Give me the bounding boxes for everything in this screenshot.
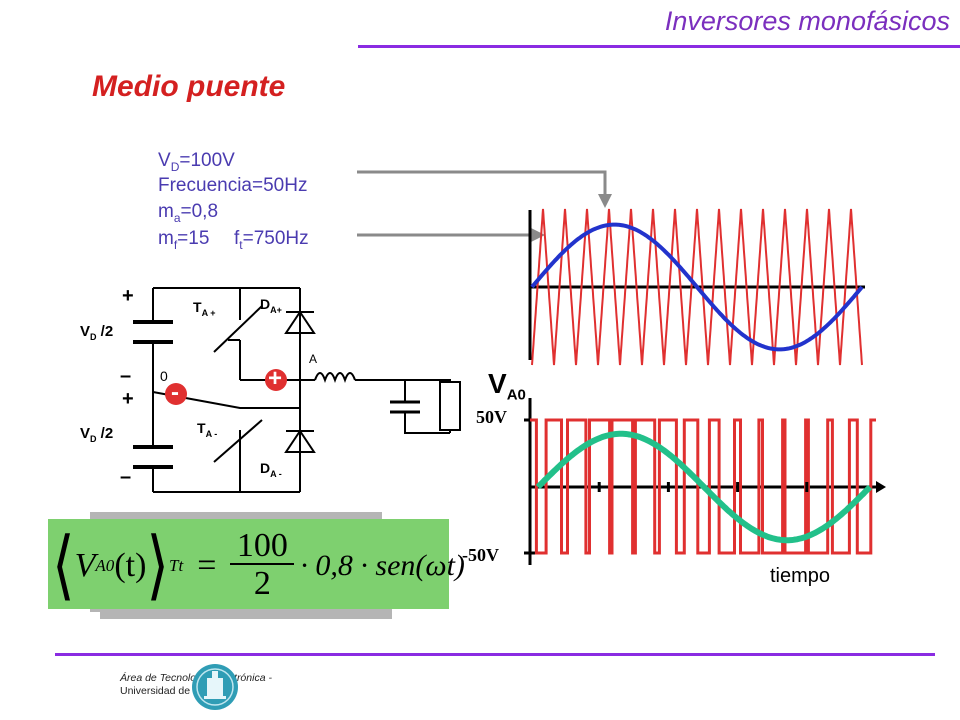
minus-sign-bottom: – [120, 466, 132, 488]
param-mf-ft: mf=15 ft=750Hz [158, 228, 309, 252]
label-vd2-bottom: VD /2 [80, 425, 114, 444]
plus-badge-label: + [268, 365, 283, 392]
label-vd2-top: VD /2 [80, 323, 114, 342]
label-da-plus: DA+ [260, 296, 282, 315]
label-node-a: A [309, 352, 318, 366]
plus-sign-mid: + [122, 388, 134, 410]
label-zero-node: 0 [160, 368, 168, 384]
load-capacitor [390, 400, 420, 414]
slide-title: Medio puente [92, 70, 286, 103]
header-title: Inversores monofásicos [664, 6, 950, 36]
param-ma: ma=0,8 [158, 201, 219, 225]
label-time: tiempo [770, 565, 831, 587]
label-ta-plus: TA + [193, 299, 216, 318]
load-resistor [439, 381, 461, 431]
modulator-pointer-arrowhead [598, 194, 612, 208]
minus-badge-label: - [171, 379, 179, 406]
dc-capacitor-bottom [133, 445, 173, 469]
footer-rule [55, 653, 935, 656]
formula-left-angle: ⟨ [52, 523, 75, 608]
university-seal-logo [192, 664, 238, 710]
minus-badge [165, 383, 187, 405]
label-da-minus: DA - [260, 460, 282, 479]
output-pwm-wave [530, 418, 876, 555]
time-axis-arrowhead [876, 481, 886, 493]
transistor-ta-plus [213, 305, 263, 353]
diode-da-minus [284, 429, 316, 453]
label-50v: 50V [476, 407, 507, 427]
output-fundamental-wave [535, 430, 873, 544]
label-minus-50v: -50V [462, 545, 499, 565]
param-vd: VD=100V [158, 150, 235, 174]
label-vao: VA0 [488, 368, 526, 404]
carrier-pointer-arrowhead [531, 228, 545, 242]
plus-sign-top: + [122, 285, 134, 307]
modulator-sine-wave [530, 222, 864, 352]
carrier-triangle-wave [531, 208, 863, 366]
dc-capacitor-top [133, 320, 173, 344]
minus-sign-mid: – [120, 365, 132, 387]
formula-fraction: 100 2 [230, 529, 295, 603]
load-inductor [314, 372, 356, 383]
diode-da-plus [284, 310, 316, 334]
transistor-ta-minus [213, 419, 263, 463]
label-ta-minus: TA - [197, 420, 218, 439]
param-frequency: Frecuencia=50Hz [158, 175, 308, 196]
header-rule [358, 45, 960, 48]
plus-badge [265, 369, 287, 391]
formula-right-angle: ⟩ [146, 523, 170, 608]
modulator-pointer-arrow [357, 170, 607, 196]
time-axis-ticks [597, 482, 809, 492]
